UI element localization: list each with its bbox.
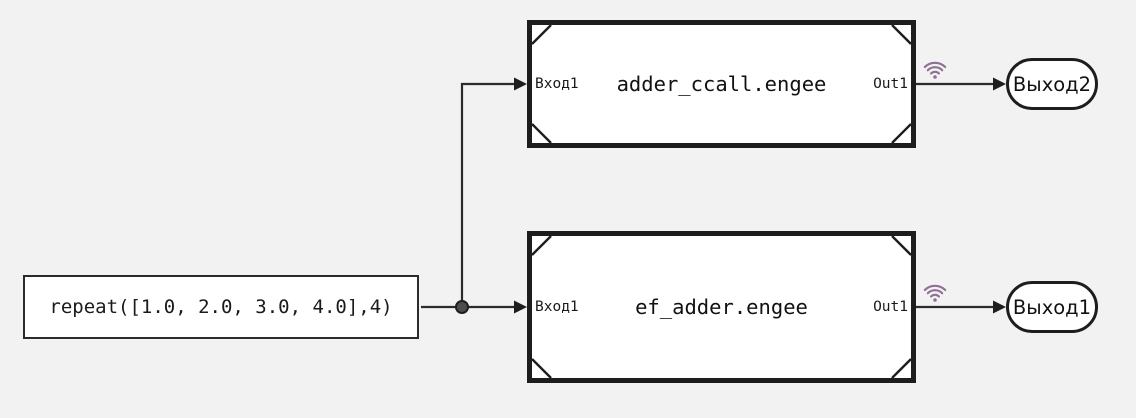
branch-junction-dot[interactable] [455,300,469,314]
arrowhead-vyhod1-input [993,300,1006,314]
outport-block-vyhod2[interactable]: Выход2 [1006,58,1098,110]
arrowhead-adder-ccall-input [514,77,527,91]
subsystem-block-ef-adder[interactable]: Вход1 ef_adder.engee Out1 [527,231,916,383]
input-port-label: Вход1 [535,76,579,92]
output-port-label: Out1 [873,299,908,315]
arrowhead-ef-adder-input [514,300,527,314]
input-port-label: Вход1 [535,299,579,315]
subsystem-corner-marks [532,25,911,143]
arrowhead-vyhod2-input [993,77,1006,91]
wire-branch-to-adder-ccall[interactable] [460,82,515,307]
source-block[interactable]: repeat([1.0, 2.0, 3.0, 4.0],4) [23,275,419,339]
subsystem-title: adder_ccall.engee [616,72,827,96]
subsystem-corner-marks [532,236,911,378]
output-port-label: Out1 [873,76,908,92]
outport-label: Выход1 [1012,295,1092,319]
subsystem-block-adder-ccall[interactable]: Вход1 adder_ccall.engee Out1 [527,20,916,148]
outport-label: Выход2 [1012,72,1092,96]
wireless-icon[interactable] [920,52,950,82]
source-expression-label: repeat([1.0, 2.0, 3.0, 4.0],4) [49,296,393,318]
wireless-icon[interactable] [920,275,950,305]
subsystem-title: ef_adder.engee [635,295,808,319]
outport-block-vyhod1[interactable]: Выход1 [1006,281,1098,333]
